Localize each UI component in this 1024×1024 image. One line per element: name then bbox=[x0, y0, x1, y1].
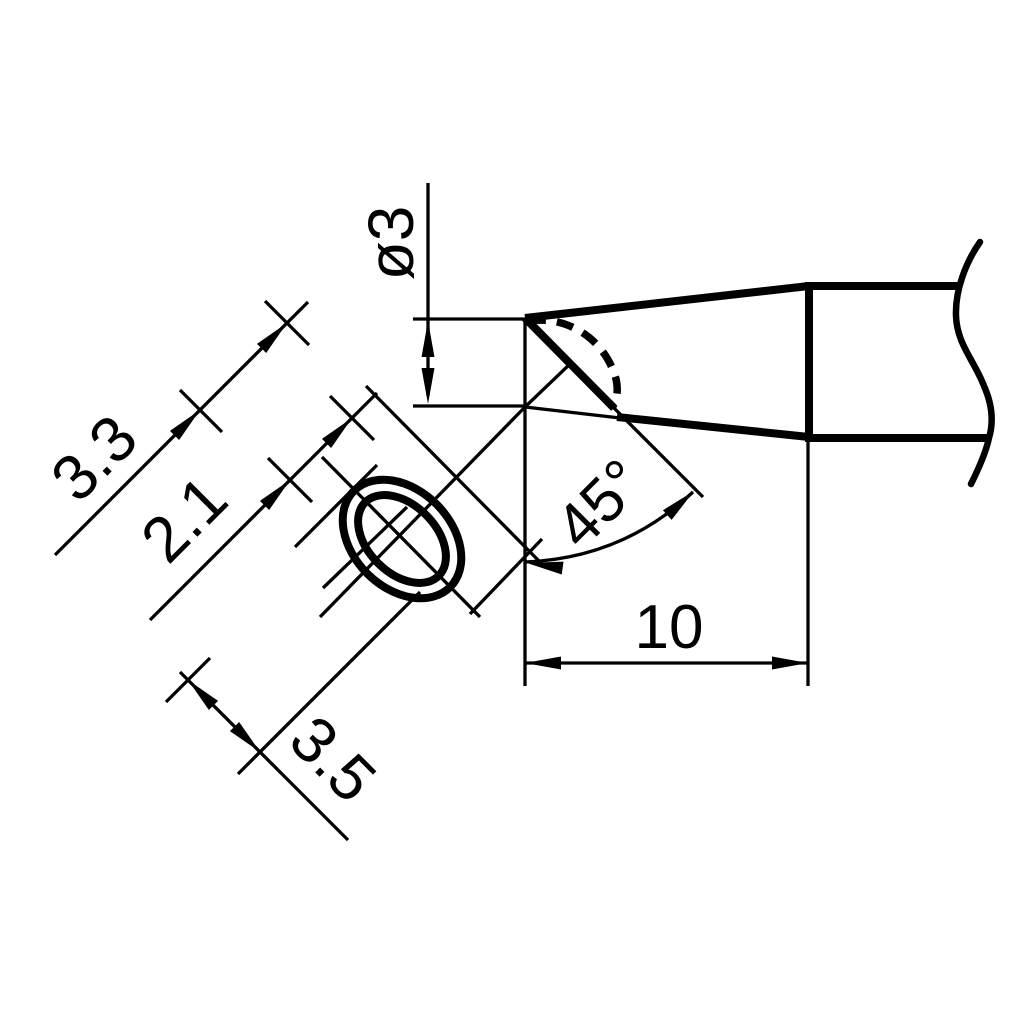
tip-length-label: 10 bbox=[635, 593, 704, 662]
cross-centerline bbox=[320, 455, 482, 619]
corner-construction-line bbox=[523, 361, 573, 409]
arrow-up bbox=[421, 321, 435, 357]
face-length-dimension: 3.5 bbox=[164, 590, 422, 842]
inner-width-label: 2.1 bbox=[127, 462, 241, 576]
silhouette-stub-outer bbox=[293, 463, 379, 549]
oblique-face-view bbox=[293, 384, 544, 619]
extension-tick-b bbox=[263, 299, 311, 347]
length-dimension: 10 bbox=[525, 442, 810, 686]
silhouette-stub-inner bbox=[321, 505, 409, 590]
arrow-b bbox=[321, 418, 352, 449]
extension-line-b bbox=[236, 590, 422, 776]
diameter-dimension: ø3 bbox=[355, 183, 528, 408]
arrow-a bbox=[169, 410, 200, 441]
silhouette-stub-lower bbox=[468, 537, 544, 616]
arrow-left bbox=[525, 656, 561, 670]
arrow-b bbox=[229, 721, 260, 752]
side-view bbox=[522, 238, 995, 488]
arrow-b bbox=[256, 323, 287, 354]
taper-bottom-edge-thin bbox=[524, 405, 621, 420]
bevel-leg-extension bbox=[612, 406, 705, 499]
arrow-down bbox=[421, 368, 435, 404]
arc-arrow-right bbox=[662, 491, 694, 520]
taper-bottom-edge bbox=[616, 413, 810, 441]
tangent-projection-line bbox=[364, 384, 542, 564]
taper-top-edge bbox=[524, 282, 810, 322]
break-line-wave bbox=[952, 238, 995, 488]
arrow-a bbox=[188, 680, 219, 711]
arc-arrow-left bbox=[527, 561, 564, 575]
arrow-right bbox=[772, 656, 808, 670]
bevel-face-hidden-arc bbox=[528, 316, 621, 410]
extension-tick-a bbox=[178, 388, 224, 434]
bevel-angle-label: 45° bbox=[543, 447, 658, 562]
diameter-label: ø3 bbox=[355, 206, 427, 281]
outer-width-label: 3.3 bbox=[37, 401, 151, 515]
inner-width-dimension: 2.1 bbox=[127, 391, 379, 622]
arrow-a bbox=[259, 480, 290, 511]
axis-centerline bbox=[318, 405, 527, 619]
